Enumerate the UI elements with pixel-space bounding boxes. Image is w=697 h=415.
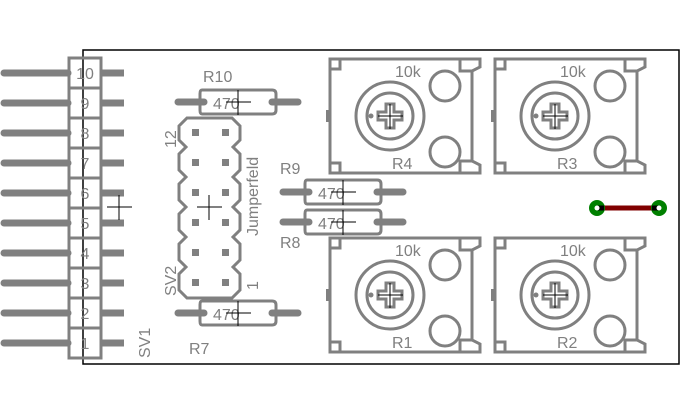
sv1-pin: 10 [0, 56, 124, 90]
resistor-name: R9 [280, 161, 301, 178]
jumper-pad [222, 249, 229, 256]
trimmer-value: 10k [560, 64, 587, 81]
trimmer-value: 10k [395, 64, 422, 81]
sv1-pin-label: 9 [81, 96, 90, 113]
sv1-label: SV1 [137, 328, 154, 358]
screw-slot-icon [376, 281, 404, 309]
sv1-origin-cross [107, 195, 132, 220]
sv1-pin-label: 10 [76, 66, 94, 83]
jumper-pad [192, 189, 199, 196]
sv1-pin: 8 [0, 116, 124, 150]
sv1-pin-label: 1 [81, 336, 90, 353]
sv1-pin: 3 [0, 266, 124, 300]
resistor-value: 470 [213, 307, 240, 324]
jumper-pad [222, 159, 229, 166]
sv1-pin: 7 [0, 146, 124, 180]
resistor-name: R7 [189, 341, 210, 358]
sv1-pin-label: 6 [81, 186, 90, 203]
jumper-pad [192, 219, 199, 226]
resistor-r9: 470 R9 [279, 161, 407, 206]
sv2-pin-1-label: 1 [245, 281, 262, 290]
jumper-pad [222, 279, 229, 286]
jumper-pad [192, 249, 199, 256]
jumper-pad [192, 279, 199, 286]
trimmer-name: R4 [392, 156, 413, 173]
trimmer-name: R1 [392, 335, 413, 352]
jumper-pad [192, 129, 199, 136]
sv1-pin-label: 5 [81, 216, 90, 233]
resistor-value: 470 [318, 216, 345, 233]
resistor-r10: 470 R10 [174, 69, 302, 116]
sv1-pin-label: 4 [81, 246, 90, 263]
resistor-value: 470 [318, 186, 345, 203]
trimmer-name: R3 [557, 156, 578, 173]
jumper-field-sv2 [177, 116, 242, 300]
connector-sv1: 10 9 8 7 6 5 4 3 2 1 [0, 56, 124, 360]
sv1-pin-label: 7 [81, 156, 90, 173]
trimmer-value: 10k [395, 243, 422, 260]
sv1-pin-label: 3 [81, 276, 90, 293]
screw-slot-icon [541, 281, 569, 309]
screw-slot-icon [541, 102, 569, 130]
resistor-name: R8 [280, 235, 301, 252]
jumper-pad [222, 219, 229, 226]
sv1-pin-label: 2 [81, 306, 90, 323]
sv2-pin-12-label: 12 [163, 130, 180, 148]
jumper-pad [222, 129, 229, 136]
sv2-label: SV2 [163, 266, 180, 296]
resistor-name: R10 [203, 69, 232, 86]
sv1-pin: 5 [0, 206, 124, 240]
trimmer-name: R2 [557, 335, 578, 352]
trimmer-value: 10k [560, 243, 587, 260]
wire-bridge [589, 200, 667, 216]
sv1-pin: 2 [0, 296, 124, 330]
sv1-pin: 4 [0, 236, 124, 270]
screw-slot-icon [376, 102, 404, 130]
sv1-pin: 6 [0, 176, 124, 210]
jumper-pad [222, 189, 229, 196]
resistor-value: 470 [213, 96, 240, 113]
jumper-pad [192, 159, 199, 166]
sv2-value-label: Jumperfeld [245, 157, 262, 236]
sv1-pin: 9 [0, 86, 124, 120]
sv1-pin: 1 [0, 326, 124, 360]
sv1-pin-label: 8 [81, 126, 90, 143]
